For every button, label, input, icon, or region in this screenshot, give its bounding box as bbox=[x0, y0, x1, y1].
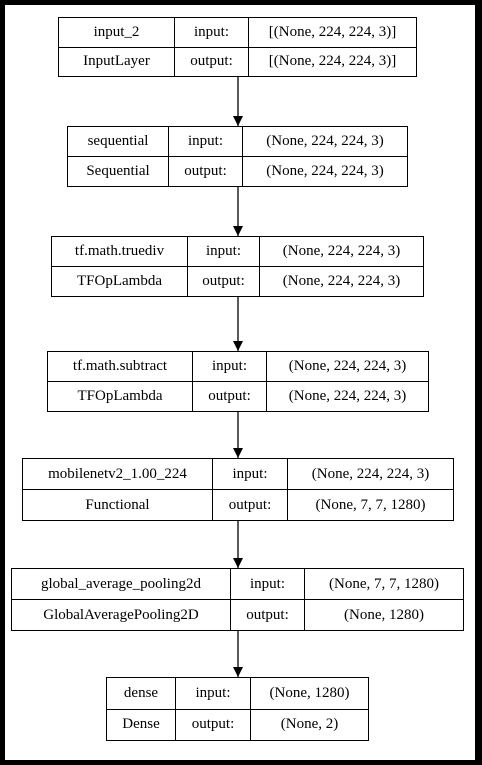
io-label-column: input: output: bbox=[193, 352, 267, 411]
node-title-column: input_2 InputLayer bbox=[59, 18, 175, 76]
layer-type: GlobalAveragePooling2D bbox=[12, 599, 230, 630]
diagram-canvas: input_2 InputLayer input: output: [(None… bbox=[5, 5, 475, 760]
layer-type: Dense bbox=[107, 708, 175, 741]
output-shape: (None, 224, 224, 3) bbox=[267, 381, 428, 411]
input-label: input: bbox=[195, 684, 231, 701]
input-shape: (None, 224, 224, 3) bbox=[288, 358, 407, 374]
input-label: input: bbox=[187, 133, 223, 149]
shape-column: (None, 1280) (None, 2) bbox=[251, 678, 368, 740]
layer-name: sequential bbox=[87, 133, 149, 149]
layer-type: TFOpLambda bbox=[48, 381, 192, 411]
shape-column: (None, 224, 224, 3) (None, 224, 224, 3) bbox=[243, 127, 407, 186]
io-label-column: input: output: bbox=[175, 18, 249, 76]
node-input-2: input_2 InputLayer input: output: [(None… bbox=[58, 17, 417, 77]
node-tf-math-subtract: tf.math.subtract TFOpLambda input: outpu… bbox=[47, 351, 429, 412]
output-shape: (None, 224, 224, 3) bbox=[260, 266, 423, 296]
input-label: input: bbox=[193, 23, 229, 40]
input-shape: (None, 7, 7, 1280) bbox=[329, 575, 439, 592]
layer-name: tf.math.truediv bbox=[74, 243, 165, 259]
input-shape: (None, 1280) bbox=[269, 684, 350, 701]
output-label: output: bbox=[176, 708, 250, 741]
shape-column: (None, 7, 7, 1280) (None, 1280) bbox=[305, 569, 463, 630]
input-shape: (None, 224, 224, 3) bbox=[266, 133, 384, 149]
layer-name: tf.math.subtract bbox=[72, 358, 168, 374]
node-sequential: sequential Sequential input: output: (No… bbox=[67, 126, 408, 187]
output-label: output: bbox=[169, 156, 242, 186]
input-label: input: bbox=[205, 243, 241, 259]
output-shape: (None, 1280) bbox=[305, 599, 463, 630]
node-title-column: tf.math.subtract TFOpLambda bbox=[48, 352, 193, 411]
output-shape: (None, 7, 7, 1280) bbox=[288, 489, 453, 520]
node-title-column: tf.math.truediv TFOpLambda bbox=[52, 237, 188, 296]
output-shape: (None, 2) bbox=[251, 708, 368, 741]
output-shape: (None, 224, 224, 3) bbox=[243, 156, 407, 186]
shape-column: (None, 224, 224, 3) (None, 224, 224, 3) bbox=[260, 237, 423, 296]
node-title-column: mobilenetv2_1.00_224 Functional bbox=[23, 459, 213, 520]
layer-name: dense bbox=[123, 684, 159, 701]
output-label: output: bbox=[231, 599, 304, 630]
layer-name: global_average_pooling2d bbox=[41, 575, 201, 592]
output-label: output: bbox=[188, 266, 259, 296]
node-title-column: sequential Sequential bbox=[68, 127, 169, 186]
node-title-column: dense Dense bbox=[107, 678, 176, 740]
io-label-column: input: output: bbox=[188, 237, 260, 296]
input-label: input: bbox=[211, 358, 247, 374]
shape-column: [(None, 224, 224, 3)] [(None, 224, 224, … bbox=[249, 18, 416, 76]
edges-layer bbox=[233, 77, 243, 677]
node-global-average-pooling2d: global_average_pooling2d GlobalAveragePo… bbox=[11, 568, 464, 631]
output-label: output: bbox=[213, 489, 287, 520]
layer-type: TFOpLambda bbox=[52, 266, 187, 296]
io-label-column: input: output: bbox=[169, 127, 243, 186]
shape-column: (None, 224, 224, 3) (None, 224, 224, 3) bbox=[267, 352, 428, 411]
io-label-column: input: output: bbox=[176, 678, 251, 740]
layer-name: input_2 bbox=[93, 23, 140, 40]
input-label: input: bbox=[232, 465, 268, 482]
layer-name: mobilenetv2_1.00_224 bbox=[48, 465, 187, 482]
output-shape: [(None, 224, 224, 3)] bbox=[249, 46, 416, 77]
node-tf-math-truediv: tf.math.truediv TFOpLambda input: output… bbox=[51, 236, 424, 297]
node-mobilenetv2: mobilenetv2_1.00_224 Functional input: o… bbox=[22, 458, 454, 521]
output-label: output: bbox=[193, 381, 266, 411]
layer-type: Functional bbox=[23, 489, 212, 520]
layer-type: Sequential bbox=[68, 156, 168, 186]
shape-column: (None, 224, 224, 3) (None, 7, 7, 1280) bbox=[288, 459, 453, 520]
input-shape: (None, 224, 224, 3) bbox=[311, 465, 430, 482]
output-label: output: bbox=[175, 46, 248, 77]
node-title-column: global_average_pooling2d GlobalAveragePo… bbox=[12, 569, 231, 630]
input-shape: (None, 224, 224, 3) bbox=[282, 243, 401, 259]
input-shape: [(None, 224, 224, 3)] bbox=[268, 23, 397, 40]
io-label-column: input: output: bbox=[231, 569, 305, 630]
layer-type: InputLayer bbox=[59, 46, 174, 77]
io-label-column: input: output: bbox=[213, 459, 288, 520]
input-label: input: bbox=[249, 575, 285, 592]
node-dense: dense Dense input: output: (None, 1280) … bbox=[106, 677, 369, 741]
